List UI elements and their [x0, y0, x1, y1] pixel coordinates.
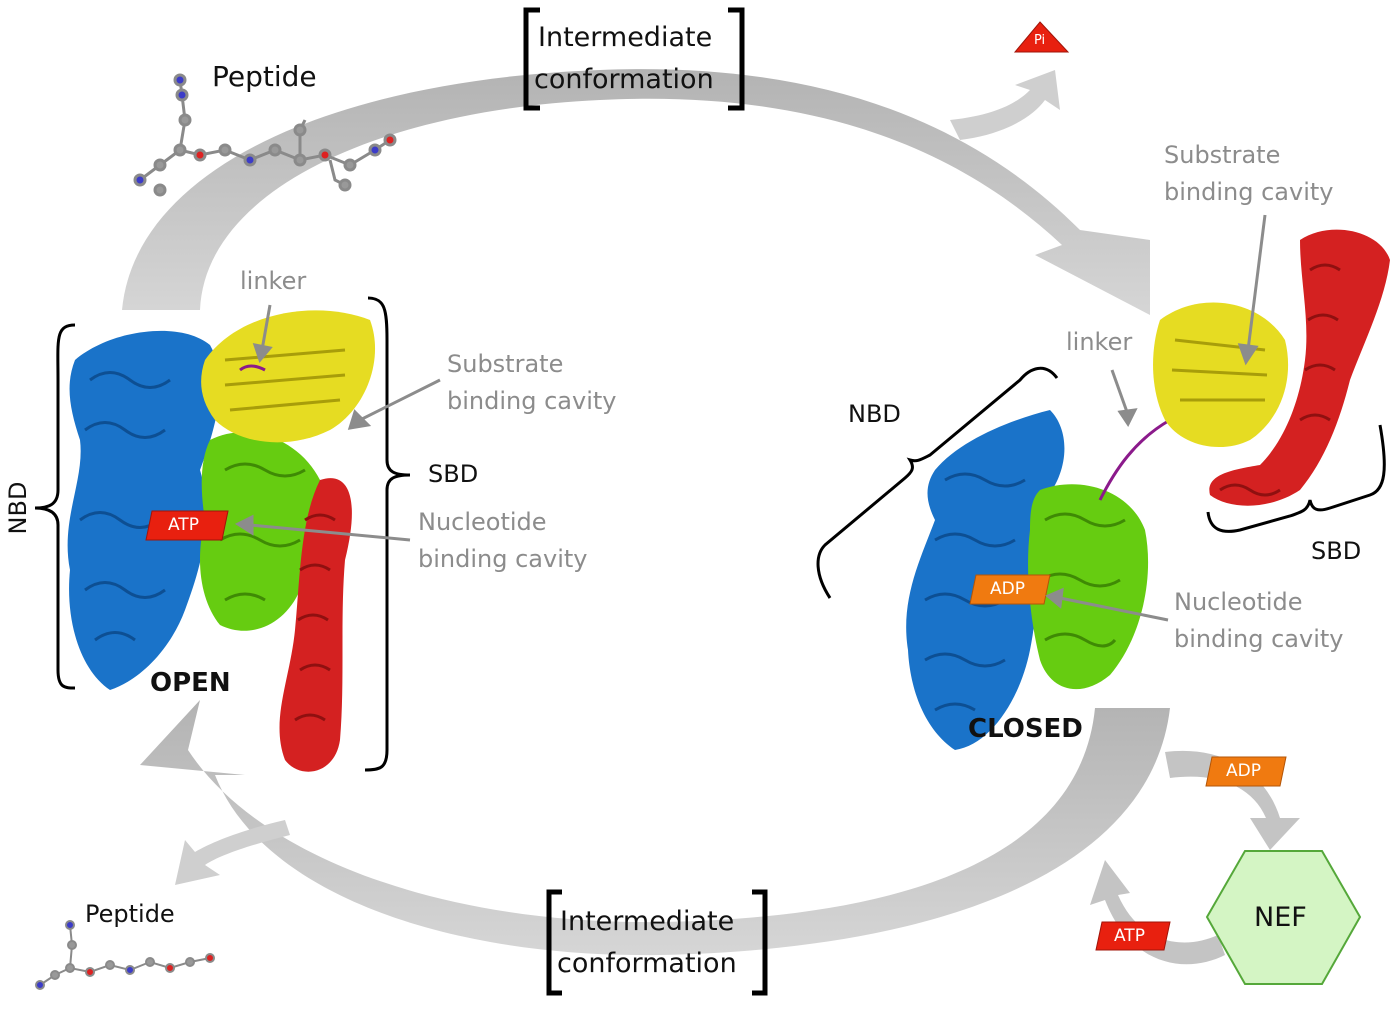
- open-state-label: OPEN: [150, 668, 231, 698]
- intermediate-top-line1: Intermediate: [538, 22, 713, 53]
- atp-label-open: ATP: [168, 515, 199, 535]
- nef-return-arrow: [1090, 860, 1225, 965]
- open-substrate-label-line1: Substrate: [447, 350, 564, 378]
- closed-nbd-label: NBD: [848, 400, 901, 428]
- peptide-label-bottom: Peptide: [85, 900, 175, 928]
- open-pointer-lines: [234, 304, 441, 542]
- peptide-molecule-top: [133, 73, 397, 197]
- closed-sbd-yellow: [1153, 302, 1289, 448]
- closed-pointer-lines: [1045, 214, 1267, 622]
- pi-icon: [1013, 21, 1070, 53]
- closed-linker-label: linker: [1066, 328, 1133, 356]
- closed-sbd-red: [1209, 229, 1390, 506]
- closed-sbd-label: SBD: [1311, 537, 1362, 565]
- closed-nbd-green: [1028, 484, 1149, 690]
- open-sbd-red: [279, 478, 352, 772]
- cycle-arrow-top: [122, 69, 1150, 316]
- atp-badge-cycle: [1095, 921, 1171, 951]
- open-sbd-label: SBD: [428, 460, 479, 488]
- open-substrate-label-line2: binding cavity: [447, 387, 617, 415]
- adp-badge-cycle: [1205, 756, 1287, 787]
- open-linker-label: linker: [240, 267, 307, 295]
- pi-release-arrow: [950, 70, 1060, 140]
- peptide-label-top: Peptide: [212, 60, 317, 93]
- open-nbd-blue: [67, 330, 220, 690]
- peptide-molecule-bottom: [35, 920, 215, 990]
- nef-cycle-arrow: [1165, 750, 1300, 850]
- intermediate-top-line2: conformation: [534, 64, 714, 95]
- open-nucleotide-label-line1: Nucleotide: [418, 508, 547, 536]
- adp-label-closed: ADP: [990, 579, 1025, 599]
- peptide-release-arrow: [175, 820, 290, 885]
- intermediate-bracket-bottom: [546, 889, 768, 996]
- closed-sbd-bracket: [1206, 424, 1386, 533]
- closed-nbd-bracket: [816, 366, 1059, 599]
- open-nbd-label: NBD: [4, 482, 32, 535]
- open-sbd-bracket: [364, 296, 411, 772]
- atp-label-cycle: ATP: [1114, 926, 1145, 946]
- intermediate-bracket-top: [523, 7, 745, 111]
- nef-label: NEF: [1254, 902, 1307, 933]
- open-nbd-bracket: [34, 323, 76, 690]
- open-nucleotide-label-line2: binding cavity: [418, 545, 588, 573]
- adp-label-cycle: ADP: [1226, 761, 1261, 781]
- intermediate-bottom-line2: conformation: [557, 948, 737, 979]
- pi-label: Pi: [1034, 33, 1046, 48]
- adp-badge-closed: [969, 574, 1051, 605]
- closed-nucleotide-label-line1: Nucleotide: [1174, 588, 1303, 616]
- closed-nucleotide-label-line2: binding cavity: [1174, 625, 1344, 653]
- nef-hexagon: [1205, 850, 1362, 985]
- intermediate-bottom-line1: Intermediate: [560, 906, 735, 937]
- closed-substrate-label-line1: Substrate: [1164, 141, 1281, 169]
- open-nbd-green: [200, 432, 327, 631]
- closed-state-label: CLOSED: [968, 714, 1083, 744]
- closed-substrate-label-line2: binding cavity: [1164, 178, 1334, 206]
- open-structure: [67, 310, 376, 772]
- cycle-arrow-bottom: [140, 700, 1170, 956]
- atp-badge-open: [145, 510, 229, 541]
- open-sbd-yellow: [201, 310, 376, 443]
